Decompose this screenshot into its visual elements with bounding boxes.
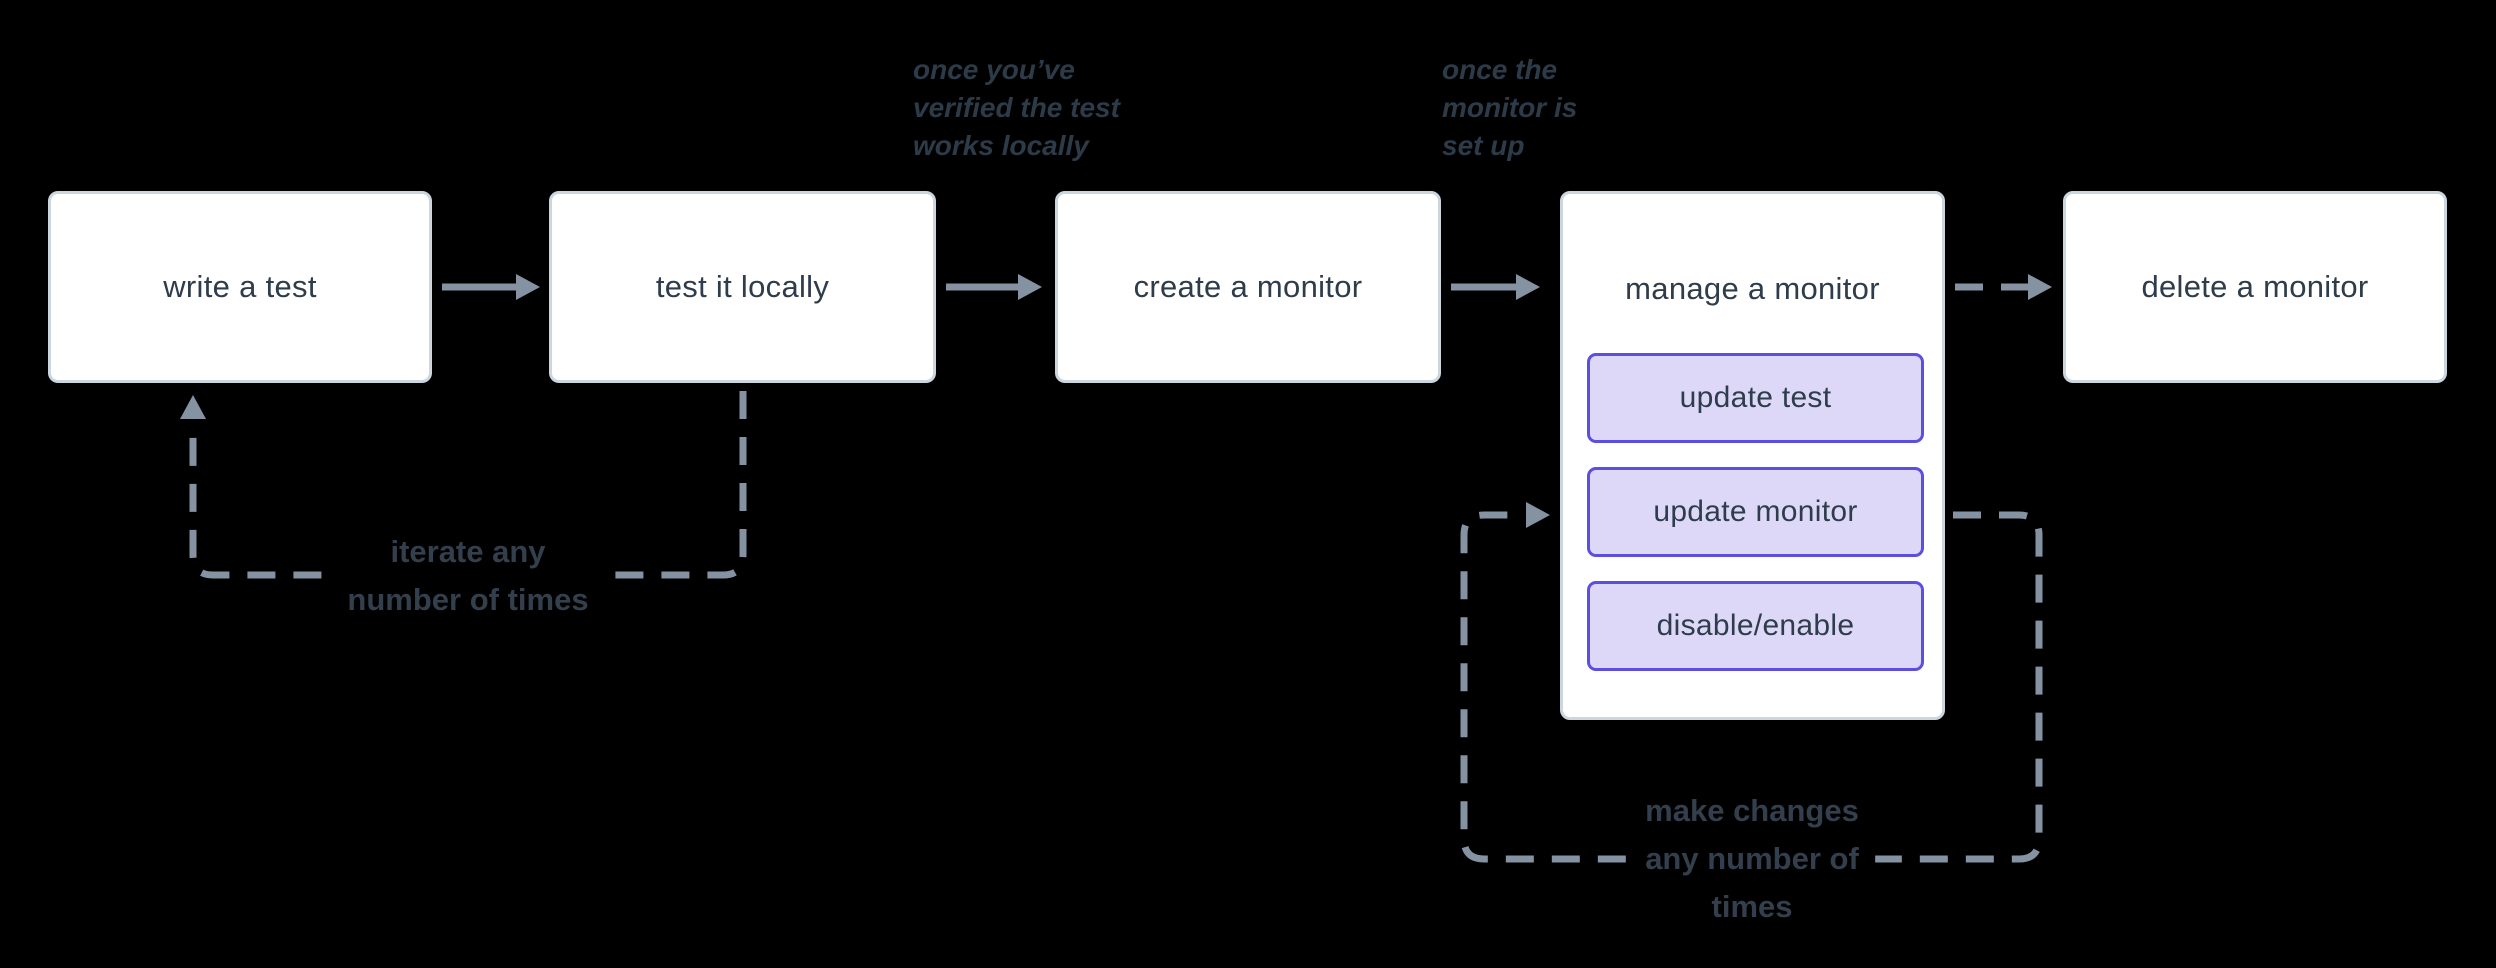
dashed-arrow-manage-to-delete-head-icon [2028,274,2052,300]
action-disable-enable: disable/enable [1587,581,1924,671]
node-write-a-test-label: write a test [163,269,317,304]
dashed-loop-make-changes-head-icon [1526,502,1550,528]
annotation-verified-locally: once you’ve verified the test works loca… [913,54,1120,161]
arrow-create-to-manage-head-icon [1516,274,1540,300]
node-manage-a-monitor-label: manage a monitor [1625,271,1880,306]
action-disable-enable-label: disable/enable [1656,609,1855,642]
node-write-a-test: write a test [48,191,432,383]
node-delete-a-monitor: delete a monitor [2063,191,2447,383]
action-update-test: update test [1587,353,1924,443]
node-create-a-monitor: create a monitor [1055,191,1441,383]
node-test-it-locally-label: test it locally [655,269,830,304]
node-manage-a-monitor: manage a monitor update test update moni… [1560,191,1945,720]
loop-label-make-changes: make changes any number of times [1629,787,1875,931]
loop-label-iterate: iterate any number of times [331,528,605,624]
node-test-it-locally: test it locally [549,191,936,383]
dashed-loop-iterate-head-icon [180,395,206,419]
annotation-monitor-set-up: once the monitor is set up [1442,54,1578,161]
action-update-test-label: update test [1679,381,1832,414]
action-update-monitor: update monitor [1587,467,1924,557]
arrow-write-to-test-head-icon [516,274,540,300]
action-update-monitor-label: update monitor [1653,495,1858,528]
node-delete-a-monitor-label: delete a monitor [2141,269,2369,304]
arrow-test-to-create-head-icon [1018,274,1042,300]
node-create-a-monitor-label: create a monitor [1133,269,1363,304]
